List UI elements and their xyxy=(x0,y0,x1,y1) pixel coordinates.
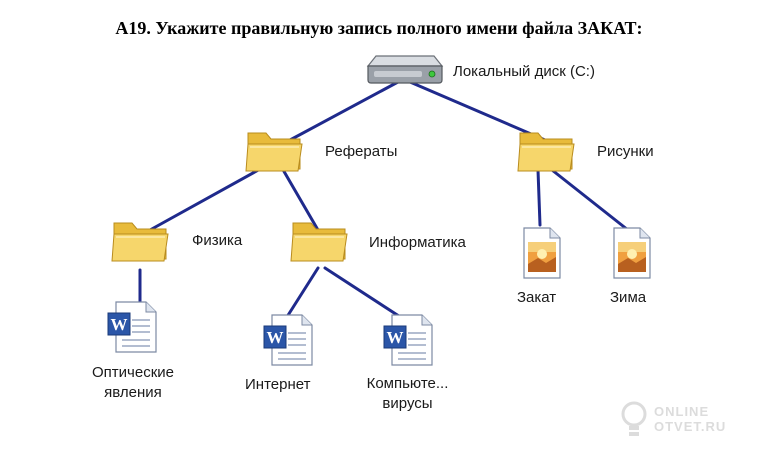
folder-icon[interactable] xyxy=(289,215,351,265)
watermark-line1: ONLINE xyxy=(654,404,710,419)
watermark-logo: ONLINE OTVET.RU xyxy=(620,398,730,442)
connector-root-risunki xyxy=(408,80,547,142)
file-label-internet: Интернет xyxy=(245,376,311,393)
lightbulb-icon xyxy=(621,401,647,436)
file-label-line1: Оптические xyxy=(92,364,174,381)
connector-risunki-zakat xyxy=(536,168,542,227)
file-label-line1: Компьюте... xyxy=(366,375,449,392)
folder-label-referaty: Рефераты xyxy=(325,143,398,160)
file-label-zima: Зима xyxy=(610,289,647,306)
image-file-icon[interactable] xyxy=(610,226,652,280)
watermark-line2: OTVET.RU xyxy=(654,419,727,434)
svg-text:W: W xyxy=(111,315,128,334)
file-label-zakat: Закат xyxy=(517,289,557,306)
file-label-opticheskie: Оптические явления xyxy=(78,363,188,403)
file-label-line2: вирусы xyxy=(382,395,433,412)
folder-icon[interactable] xyxy=(516,125,578,175)
question-title: А19. Укажите правильную запись полного и… xyxy=(115,18,643,38)
file-label-kompyuternye: Компьюте... вирусы xyxy=(350,374,465,414)
connector-root-referaty xyxy=(288,80,400,142)
word-document-icon[interactable]: W xyxy=(262,313,314,367)
folder-label-fizika: Физика xyxy=(192,232,243,249)
connector-risunki-zima xyxy=(550,168,630,232)
connector-referaty-informatika xyxy=(280,166,320,232)
root-label: Локальный диск (C:) xyxy=(453,63,595,80)
word-document-icon[interactable]: W xyxy=(106,300,158,354)
image-file-icon[interactable] xyxy=(520,226,562,280)
file-label-line2: явления xyxy=(104,384,162,401)
folder-label-informatika: Информатика xyxy=(369,234,466,251)
svg-text:W: W xyxy=(387,328,404,347)
connector-informatika-kompyuternye xyxy=(323,266,407,322)
connector-referaty-fizika xyxy=(148,166,264,232)
hard-drive-icon xyxy=(366,55,444,84)
folder-label-risunki: Рисунки xyxy=(597,143,654,160)
word-document-icon[interactable]: W xyxy=(382,313,434,367)
folder-icon[interactable] xyxy=(110,215,172,265)
folder-icon[interactable] xyxy=(244,125,306,175)
svg-text:W: W xyxy=(267,328,284,347)
connector-informatika-internet xyxy=(283,266,320,322)
